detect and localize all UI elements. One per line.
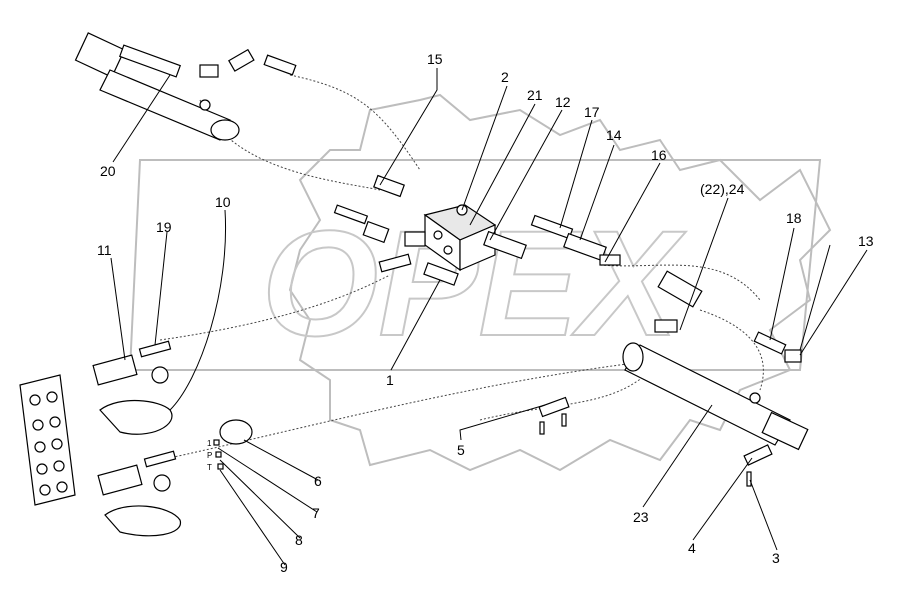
fittings-top: [199, 48, 297, 78]
label-plate: [19, 374, 76, 506]
callout-1: 1: [386, 372, 394, 388]
hydraulic-cylinder-top: [74, 32, 240, 141]
leader-lines: [110, 68, 868, 566]
callout-6: 6: [314, 473, 322, 489]
callout-21: 21: [527, 87, 543, 103]
callout-22-24: (22),24: [700, 181, 745, 197]
callout-18: 18: [786, 210, 802, 226]
callout-8: 8: [295, 532, 303, 548]
callout-14: 14: [606, 127, 622, 143]
callout-19: 19: [156, 219, 172, 235]
callout-15: 15: [427, 51, 443, 67]
fittings-valve: [333, 174, 621, 286]
callout-20: 20: [100, 163, 116, 179]
callout-3: 3: [772, 550, 780, 566]
callout-labels: 15 2 21 12 17 14 16 (22),24 18 13 20 11 …: [97, 51, 874, 575]
callout-7: 7: [312, 505, 320, 521]
ring-and-tags: 1 P T: [207, 419, 253, 472]
callout-12: 12: [555, 94, 571, 110]
callout-2: 2: [501, 69, 509, 85]
callout-9: 9: [280, 559, 288, 575]
callout-17: 17: [584, 104, 600, 120]
callout-13: 13: [858, 233, 874, 249]
pins: [538, 396, 773, 487]
tag-t: T: [207, 463, 212, 472]
callout-23: 23: [633, 509, 649, 525]
tag-1: 1: [207, 439, 212, 448]
callout-5: 5: [457, 442, 465, 458]
couplers-left: [92, 340, 181, 537]
callout-10: 10: [215, 194, 231, 210]
tag-p: P: [207, 451, 212, 460]
hydraulic-cylinder-right: [622, 270, 809, 451]
callout-16: 16: [651, 147, 667, 163]
callout-4: 4: [688, 540, 696, 556]
callout-11: 11: [97, 242, 112, 258]
valve-block: [423, 204, 497, 272]
